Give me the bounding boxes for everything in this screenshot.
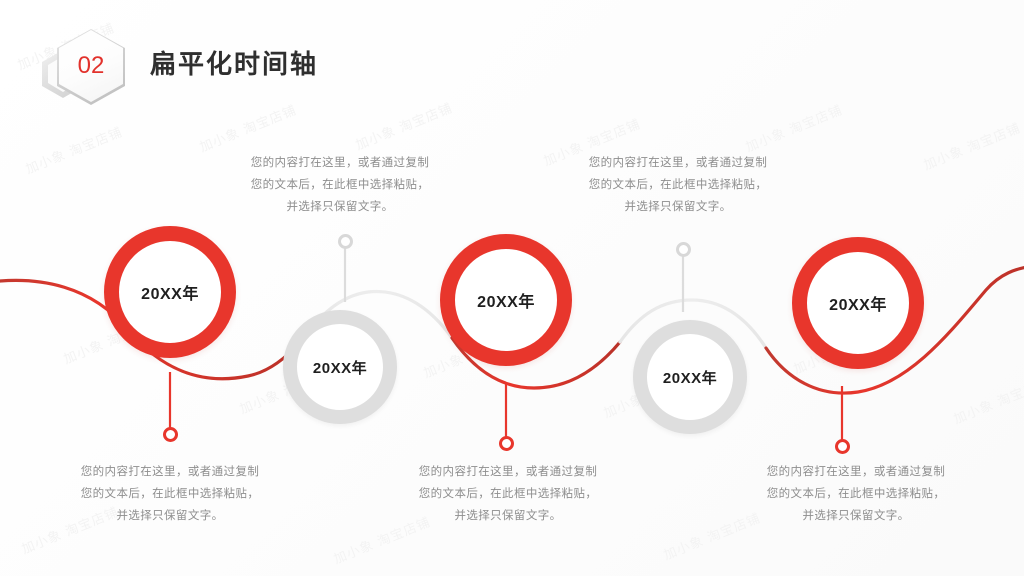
timeline-description-above-1: 您的内容打在这里，或者通过复制 您的文本后，在此框中选择粘贴， 并选择只保留文字… bbox=[250, 157, 430, 213]
wave-segment-red-3 bbox=[764, 266, 1024, 395]
endpoint-ring-node-3 bbox=[499, 436, 514, 451]
timeline-description-above-2: 您的内容打在这里，或者通过复制 您的文本后，在此框中选择粘贴， 并选择只保留文字… bbox=[588, 157, 768, 213]
wave-segment-red-1 bbox=[0, 278, 302, 381]
timeline-node-label: 20XX年 bbox=[477, 294, 535, 311]
section-number-badge: 02 bbox=[40, 22, 140, 105]
endpoint-ring-node-1 bbox=[163, 427, 178, 442]
timeline-node-label: 20XX年 bbox=[141, 286, 199, 303]
timeline-node-label: 20XX年 bbox=[662, 369, 718, 387]
page-title: 扁平化时间轴 bbox=[150, 49, 319, 79]
slide-header: 02 扁平化时间轴 bbox=[0, 0, 1024, 110]
timeline-node-label: 20XX年 bbox=[312, 359, 368, 377]
wave-segment-gray-2 bbox=[618, 298, 768, 350]
endpoint-ring-node-4 bbox=[676, 242, 691, 257]
timeline-description-below-3: 您的内容打在这里，或者通过复制 您的文本后，在此框中选择粘贴， 并选择只保留文字… bbox=[766, 466, 946, 522]
timeline-description-below-1: 您的内容打在这里，或者通过复制 您的文本后，在此框中选择粘贴， 并选择只保留文字… bbox=[80, 466, 260, 522]
endpoint-ring-node-5 bbox=[835, 439, 850, 454]
timeline-node-4[interactable]: 20XX年 bbox=[633, 320, 747, 434]
section-number-label: 02 bbox=[77, 52, 105, 79]
timeline-node-3[interactable]: 20XX年 bbox=[440, 234, 572, 366]
timeline-node-1[interactable]: 20XX年 bbox=[104, 226, 236, 358]
timeline-description-below-2: 您的内容打在这里，或者通过复制 您的文本后，在此框中选择粘贴， 并选择只保留文字… bbox=[418, 466, 598, 522]
timeline-node-label: 20XX年 bbox=[829, 297, 887, 314]
timeline-node-2[interactable]: 20XX年 bbox=[283, 310, 397, 424]
endpoint-ring-node-2 bbox=[338, 234, 353, 249]
wave-segment-red-2 bbox=[450, 336, 622, 390]
timeline-node-5[interactable]: 20XX年 bbox=[792, 237, 924, 369]
